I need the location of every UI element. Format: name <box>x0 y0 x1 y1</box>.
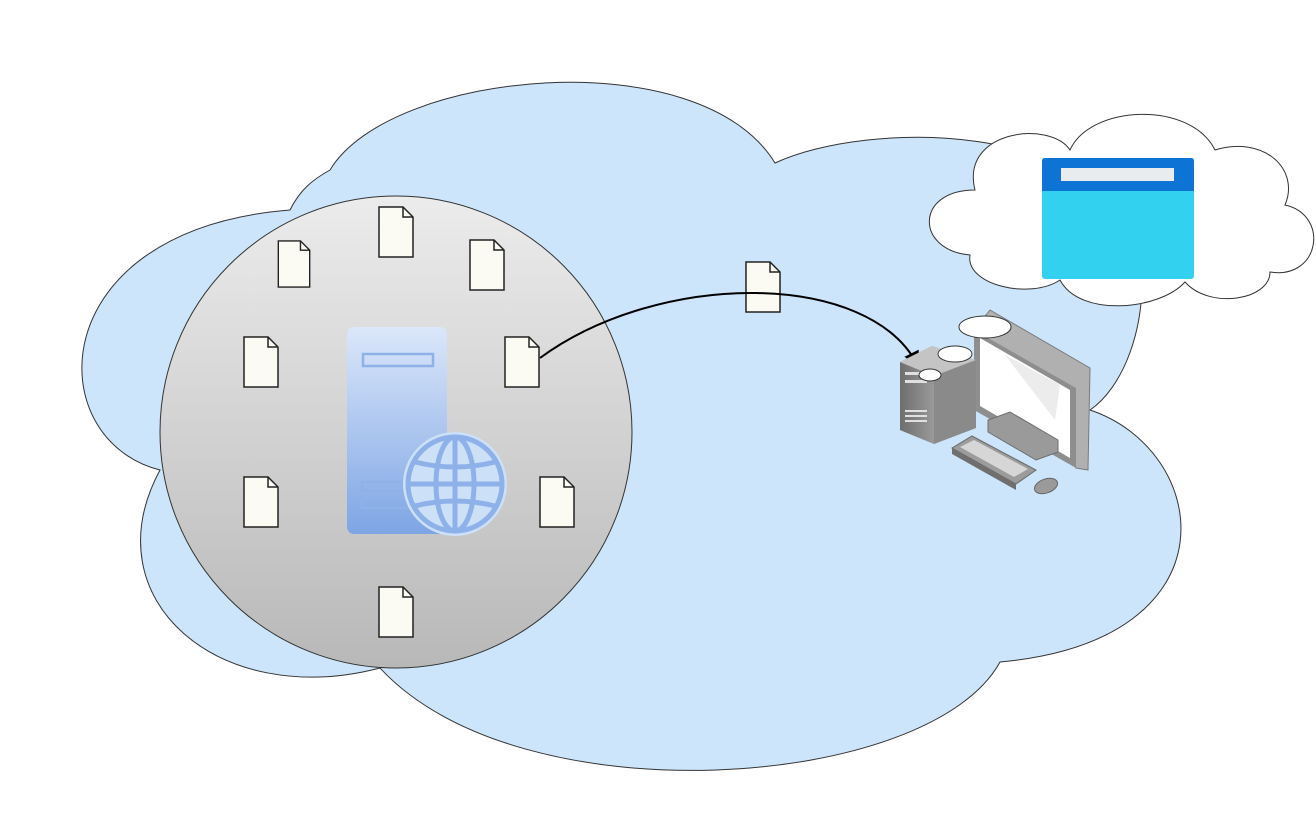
thought-bubble-medium <box>937 345 973 363</box>
document-icon <box>378 206 414 258</box>
document-icon <box>243 336 279 388</box>
web-server-globe-icon <box>347 327 507 536</box>
desktop-computer-icon <box>900 309 1091 495</box>
thought-bubble-small <box>918 368 942 382</box>
document-icon <box>277 240 311 288</box>
thought-bubble-large <box>958 315 1012 339</box>
document-icon <box>378 586 414 638</box>
document-icon <box>539 476 575 528</box>
document-icon <box>243 476 279 528</box>
transfer-arrow <box>539 292 919 368</box>
browser-window-icon <box>1042 158 1194 279</box>
transit-document-icon <box>745 261 781 313</box>
document-icon <box>504 336 540 388</box>
document-icon <box>469 239 505 291</box>
